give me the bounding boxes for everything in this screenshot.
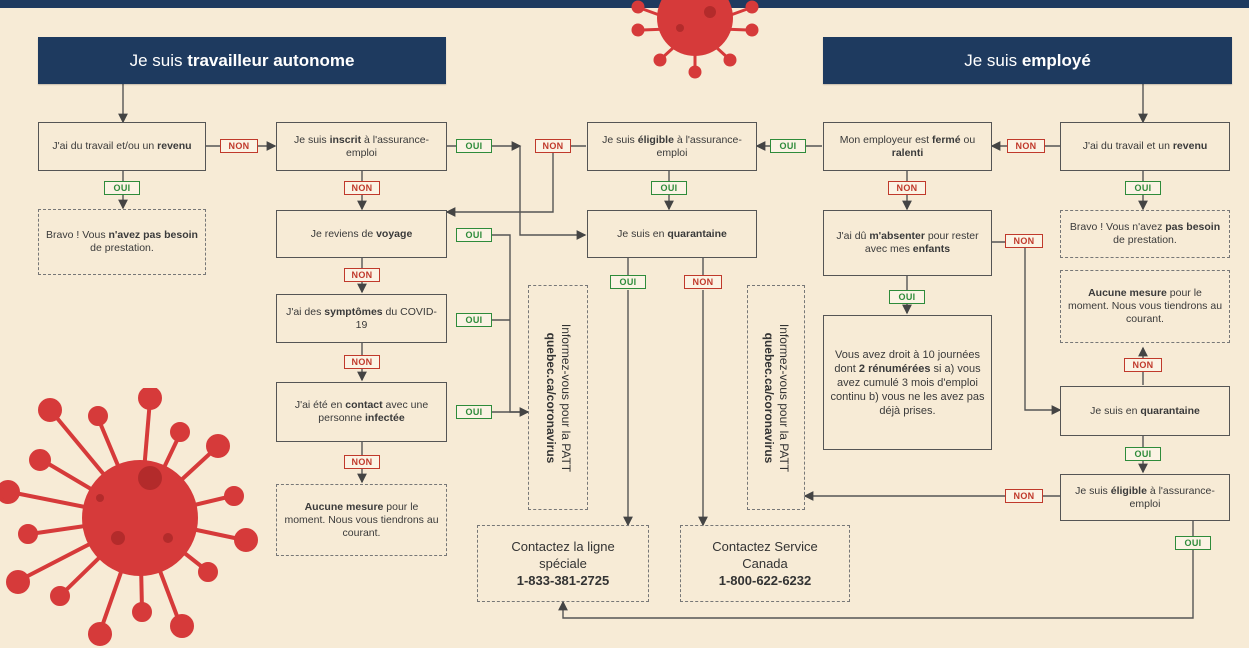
tag-non: NON (535, 139, 571, 153)
tag-non: NON (344, 268, 380, 282)
tag-non: NON (344, 355, 380, 369)
tag-oui: OUI (456, 405, 492, 419)
tag-oui: OUI (456, 313, 492, 327)
tag-oui: OUI (456, 139, 492, 153)
tag-non: NON (1007, 139, 1045, 153)
tag-non: NON (1005, 234, 1043, 248)
tag-oui: OUI (1125, 447, 1161, 461)
phone-ligne-speciale: 1-833-381-2725 (516, 573, 610, 588)
box-bravo-right: Bravo ! Vous n'avez pas besoin de presta… (1060, 210, 1230, 258)
tag-oui: OUI (610, 275, 646, 289)
box-eligible-right: Je suis éligible à l'assurance-emploi (1060, 474, 1230, 521)
header-left-bold: travailleur autonome (187, 50, 355, 70)
tag-oui: OUI (1175, 536, 1211, 550)
box-travail-revenu-right: J'ai du travail et un revenu (1060, 122, 1230, 171)
box-journees: Vous avez droit à 10 journées dont 2 rén… (823, 315, 992, 450)
tag-oui: OUI (1125, 181, 1161, 195)
box-inscrit: Je suis inscrit à l'assurance-emploi (276, 122, 447, 171)
header-employe: Je suis employé (823, 37, 1232, 84)
box-aucune-left: Aucune mesure pour le moment. Nous vous … (276, 484, 447, 556)
box-symptomes: J'ai des symptômes du COVID-19 (276, 294, 447, 343)
box-aucune-right: Aucune mesure pour le moment. Nous vous … (1060, 270, 1230, 343)
tag-non: NON (1005, 489, 1043, 503)
contact-service-canada: Contactez Service Canada 1-800-622-6232 (680, 525, 850, 602)
box-quarantaine-right: Je suis en quarantaine (1060, 386, 1230, 436)
box-employeur: Mon employeur est fermé ou ralenti (823, 122, 992, 171)
phone-service-canada: 1-800-622-6232 (718, 573, 812, 588)
box-travail-revenu-left: J'ai du travail et/ou un revenu (38, 122, 206, 171)
header-right-bold: employé (1021, 50, 1091, 70)
tag-non: NON (220, 139, 258, 153)
header-left-prefix: Je suis (129, 50, 188, 70)
tag-non: NON (684, 275, 722, 289)
tag-oui: OUI (770, 139, 806, 153)
header-right-prefix: Je suis (964, 50, 1022, 70)
tag-oui: OUI (456, 228, 492, 242)
virus-illustration-top (631, 0, 759, 79)
box-quarantaine-center: Je suis en quarantaine (587, 210, 757, 258)
box-voyage: Je reviens de voyage (276, 210, 447, 258)
tag-oui: OUI (889, 290, 925, 304)
box-bravo-left: Bravo ! Vous n'avez pas besoin de presta… (38, 209, 206, 275)
tag-oui: OUI (104, 181, 140, 195)
box-eligible-center: Je suis éligible à l'assurance-emploi (587, 122, 757, 171)
tag-oui: OUI (651, 181, 687, 195)
box-contact: J'ai été en contact avec une personne in… (276, 382, 447, 442)
top-bar (0, 0, 1249, 8)
tag-non: NON (888, 181, 926, 195)
tag-non: NON (1124, 358, 1162, 372)
virus-illustration-left (0, 388, 258, 646)
box-absenter: J'ai dû m'absenter pour rester avec mes … (823, 210, 992, 276)
tag-non: NON (344, 455, 380, 469)
header-travailleur-autonome: Je suis travailleur autonome (38, 37, 446, 84)
tag-non: NON (344, 181, 380, 195)
contact-ligne-speciale: Contactez la ligne spéciale 1-833-381-27… (477, 525, 649, 602)
